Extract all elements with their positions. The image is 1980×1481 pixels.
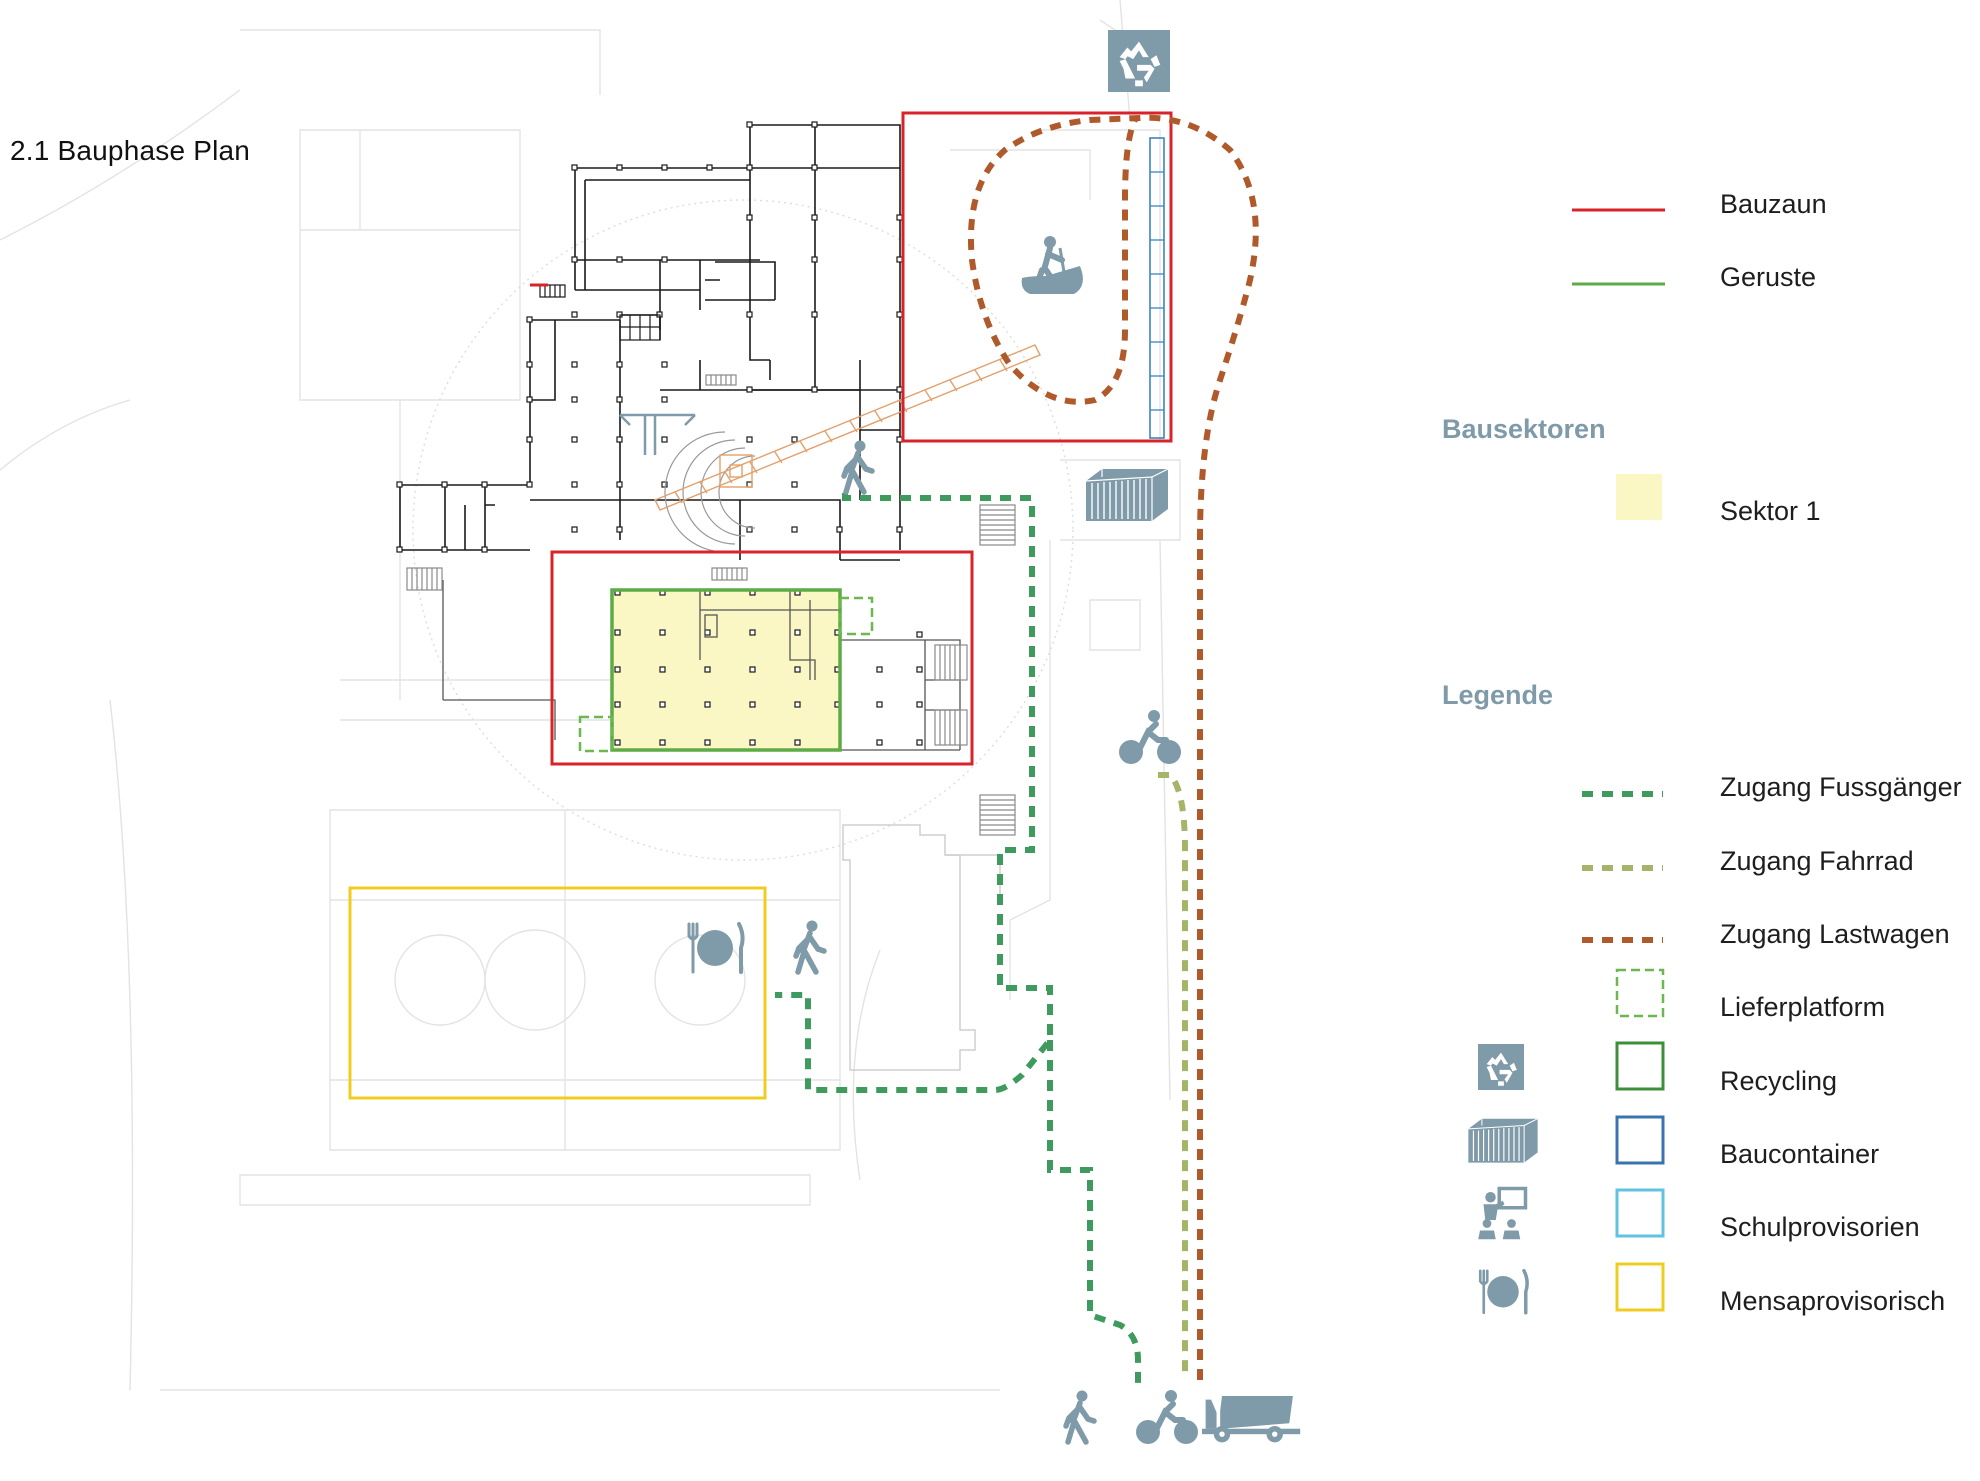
structural-columns [396,121,923,746]
legend-label-schulprovisorien: Schulprovisorien [1720,1212,1920,1242]
legend-label-fahrrad: Zugang Fahrrad [1720,846,1914,876]
legend-label-bauzaun: Bauzaun [1720,189,1827,219]
building-plan [399,124,901,561]
legend-label-geruste: Geruste [1720,262,1817,292]
legend-heading-bausektoren: Bausektoren [1442,414,1606,444]
page-title: 2.1 Bauphase Plan [10,135,251,166]
lieferplatform-east [838,596,874,636]
legend-label-lastwagen: Zugang Lastwagen [1720,919,1950,949]
legend-label-mensa: Mensaprovisorisch [1720,1286,1946,1316]
legend-baucontainer-swatch [1615,1115,1665,1165]
legend-label-recycling: Recycling [1720,1066,1838,1096]
legend-label-sektor: Sektor 1 [1720,496,1821,526]
bauzaun-north [901,111,1173,443]
sektor-1-area [612,590,840,750]
excavator-icon [1022,236,1083,294]
pedestrian-icon [1066,1391,1094,1443]
lieferplatform-west [578,715,614,753]
crane-radius [412,199,1074,861]
building-outline-south [842,824,1001,1071]
geruste-sektor-1 [610,588,842,752]
legend-label-lieferplatform: Lieferplatform [1720,992,1886,1022]
route-fussgaenger-south [1047,1040,1141,1385]
route-fahrrad [1158,772,1188,1380]
classroom-icon [1478,1186,1528,1240]
recycling-icon [1108,30,1170,92]
mensa-provisorisch [348,886,767,1100]
pedestrian-icon [844,441,872,493]
legend-sektor-swatch [1616,474,1662,520]
legend-heading-legende: Legende [1442,680,1554,710]
container-icon [1467,1118,1539,1164]
truck-icon [1202,1396,1301,1443]
schulprovisorien-strip [1149,137,1165,439]
schulprovisorien-units [1150,171,1164,411]
legend-label-fussgaenger: Zugang Fussgänger [1720,772,1962,802]
dining-icon [687,922,745,974]
route-fussgaenger-north [775,493,1053,1093]
legend-schulprovisorien-swatch [1615,1188,1665,1238]
sector-block-walls [442,580,961,751]
tower-crane [619,413,696,455]
route-lastwagen [967,114,1259,1380]
legend-label-baucontainer: Baucontainer [1720,1139,1880,1169]
dining-icon [1478,1268,1529,1315]
bicycle-icon [1136,1390,1198,1444]
legend-swatches [1572,208,1665,1312]
recycling-icon [1478,1044,1524,1090]
bicycle-icon [1119,710,1181,764]
background-context [0,0,1181,1391]
legend-mensa-swatch [1615,1262,1665,1312]
legend-lieferplatform-swatch [1615,968,1665,1018]
legend-recycling-swatch [1615,1041,1665,1091]
bauzaun-sektor [550,550,974,766]
pedestrian-icon [796,921,824,973]
container-icon [1085,468,1169,522]
stairs [406,284,1016,836]
